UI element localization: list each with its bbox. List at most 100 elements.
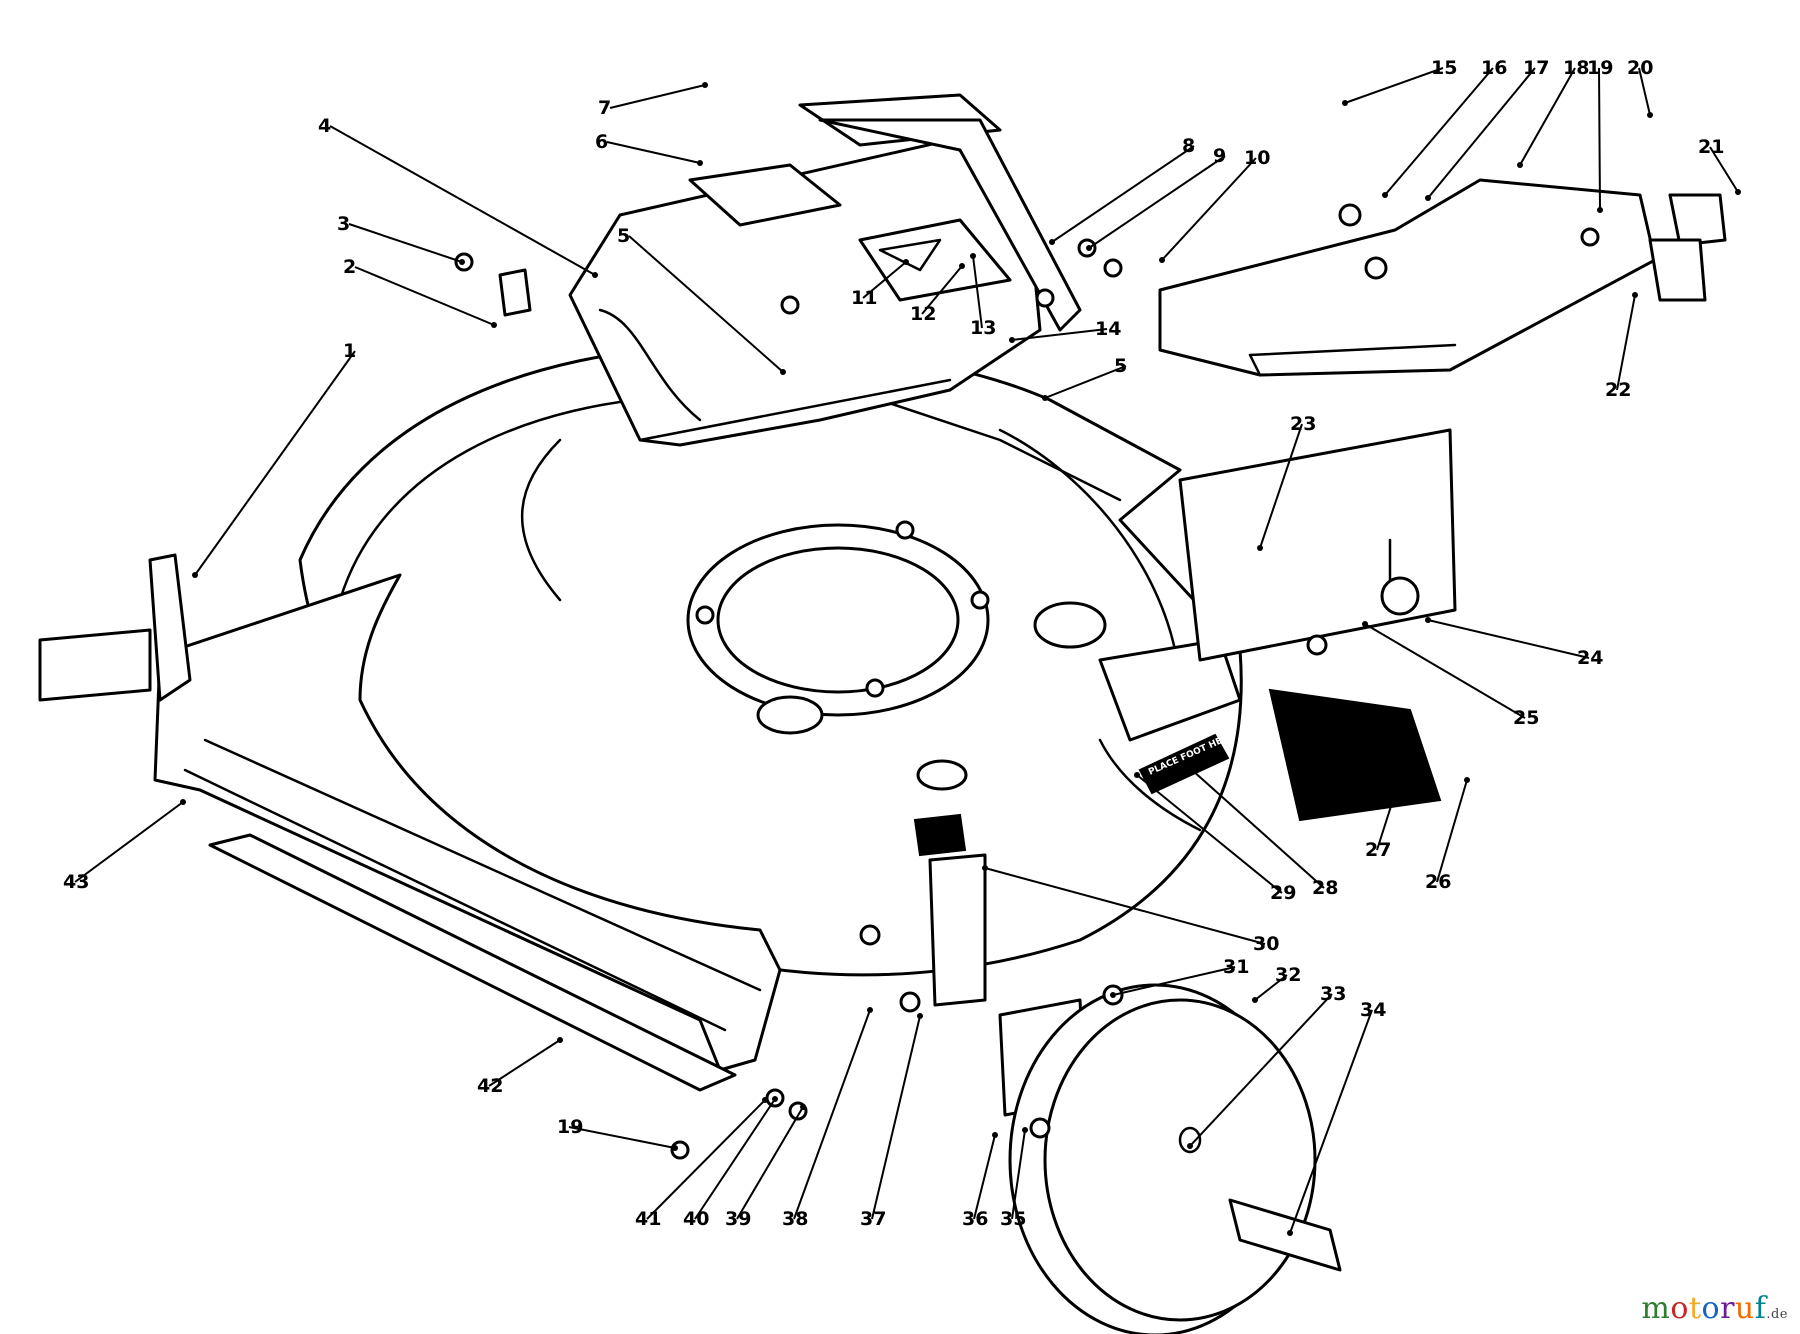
- leader-line: [736, 1106, 804, 1220]
- leader-arrowhead: [1042, 395, 1048, 401]
- leader-line: [793, 1009, 871, 1220]
- part-callout-5: 5: [1114, 355, 1127, 377]
- leader-arrowhead: [592, 272, 598, 278]
- leader-line: [1051, 145, 1195, 243]
- leader-line: [1709, 146, 1739, 193]
- part-callout-10: 10: [1244, 147, 1270, 169]
- leader-arrowhead: [1252, 997, 1258, 1003]
- leader-line: [488, 1039, 561, 1087]
- part-callout-11: 11: [851, 287, 877, 309]
- leader-line: [1384, 67, 1494, 196]
- leader-arrowhead: [867, 1007, 873, 1013]
- leader-arrowhead: [762, 1097, 768, 1103]
- part-callout-9: 9: [1213, 145, 1226, 167]
- leader-line: [348, 223, 463, 263]
- part-callout-8: 8: [1182, 135, 1195, 157]
- part-callout-15: 15: [1431, 57, 1457, 79]
- leader-line: [1289, 1009, 1373, 1234]
- part-callout-23: 23: [1290, 413, 1316, 435]
- leader-line: [354, 266, 495, 326]
- part-callout-2: 2: [343, 256, 356, 278]
- chute-latch-bracket: [858, 218, 1012, 302]
- leader-arrowhead: [1257, 545, 1263, 551]
- rear-wheel: [1008, 983, 1317, 1334]
- leader-arrowhead: [772, 1096, 778, 1102]
- mower-deck-housing: [153, 343, 1243, 1072]
- leader-arrowhead: [1110, 992, 1116, 998]
- leader-line: [1436, 779, 1468, 883]
- leader-arrowhead: [1647, 112, 1653, 118]
- part-callout-4: 4: [318, 115, 331, 137]
- front-height-bracket: [38, 553, 192, 702]
- leader-line: [646, 1099, 766, 1220]
- leader-arrowhead: [992, 1132, 998, 1138]
- leader-arrowhead: [1009, 337, 1015, 343]
- leader-arrowhead: [1134, 772, 1140, 778]
- motor-mount-opening: [686, 520, 1107, 791]
- part-callout-26: 26: [1425, 871, 1451, 893]
- leader-arrowhead: [1425, 195, 1431, 201]
- leader-line: [329, 125, 596, 276]
- leader-arrowhead: [557, 1037, 563, 1043]
- leader-arrowhead: [702, 82, 708, 88]
- leader-line: [606, 141, 701, 164]
- leader-line: [1519, 67, 1576, 166]
- leader-arrowhead: [1159, 257, 1165, 263]
- part-callout-17: 17: [1523, 57, 1549, 79]
- part-callout-5: 5: [617, 225, 630, 247]
- leader-line: [1191, 769, 1325, 889]
- part-callout-24: 24: [1577, 647, 1603, 669]
- part-callout-6: 6: [595, 131, 608, 153]
- leader-line: [871, 1015, 921, 1220]
- leader-line: [1259, 423, 1303, 549]
- part-callout-38: 38: [782, 1208, 808, 1230]
- leader-line: [1344, 67, 1444, 104]
- watermark-suffix: .de: [1766, 1307, 1788, 1322]
- watermark-letter: t: [1688, 1291, 1702, 1326]
- leader-arrowhead: [959, 263, 965, 269]
- part-callout-35: 35: [1000, 1208, 1026, 1230]
- leader-line: [862, 261, 907, 299]
- callout-leaders: [74, 67, 1741, 1236]
- leader-line: [1112, 966, 1236, 996]
- part-callout-3: 3: [337, 213, 350, 235]
- leader-arrowhead: [192, 572, 198, 578]
- leader-arrowhead: [1362, 621, 1368, 627]
- leader-arrowhead: [1382, 192, 1388, 198]
- leader-line: [1427, 619, 1590, 659]
- part-callout-37: 37: [860, 1208, 886, 1230]
- leader-arrowhead: [1086, 245, 1092, 251]
- part-callout-27: 27: [1365, 839, 1391, 861]
- watermark-letter: o: [1670, 1291, 1689, 1326]
- leader-arrowhead: [459, 259, 465, 265]
- front-height-lever: [913, 813, 987, 1007]
- part-callout-1: 1: [343, 340, 356, 362]
- leader-arrowhead: [1287, 1230, 1293, 1236]
- leader-line: [1011, 1129, 1026, 1220]
- leader-arrowhead: [697, 160, 703, 166]
- chute-handle: [688, 93, 1082, 332]
- leader-line: [568, 1126, 676, 1149]
- part-callout-14: 14: [1095, 318, 1121, 340]
- leader-arrowhead: [180, 799, 186, 805]
- leader-arrowhead: [917, 1013, 923, 1019]
- leader-arrowhead: [1425, 617, 1431, 623]
- watermark-logo: motoruf.de: [1641, 1291, 1788, 1326]
- leader-line: [1189, 993, 1333, 1147]
- leader-arrowhead: [1735, 189, 1741, 195]
- rear-hinge-bracket: [1648, 193, 1727, 302]
- watermark-letter: m: [1641, 1291, 1671, 1326]
- leader-arrowhead: [1049, 239, 1055, 245]
- part-callout-39: 39: [725, 1208, 751, 1230]
- wheel-bolt: [1228, 1198, 1342, 1272]
- part-callout-19: 19: [1587, 57, 1613, 79]
- rear-baffle: [1268, 688, 1442, 822]
- part-callout-28: 28: [1312, 877, 1338, 899]
- leader-arrowhead: [1389, 800, 1395, 806]
- leader-line: [1254, 974, 1288, 1001]
- leader-line: [74, 801, 184, 883]
- leader-arrowhead: [1187, 1143, 1193, 1149]
- leader-arrowhead: [982, 865, 988, 871]
- part-callout-18: 18: [1563, 57, 1589, 79]
